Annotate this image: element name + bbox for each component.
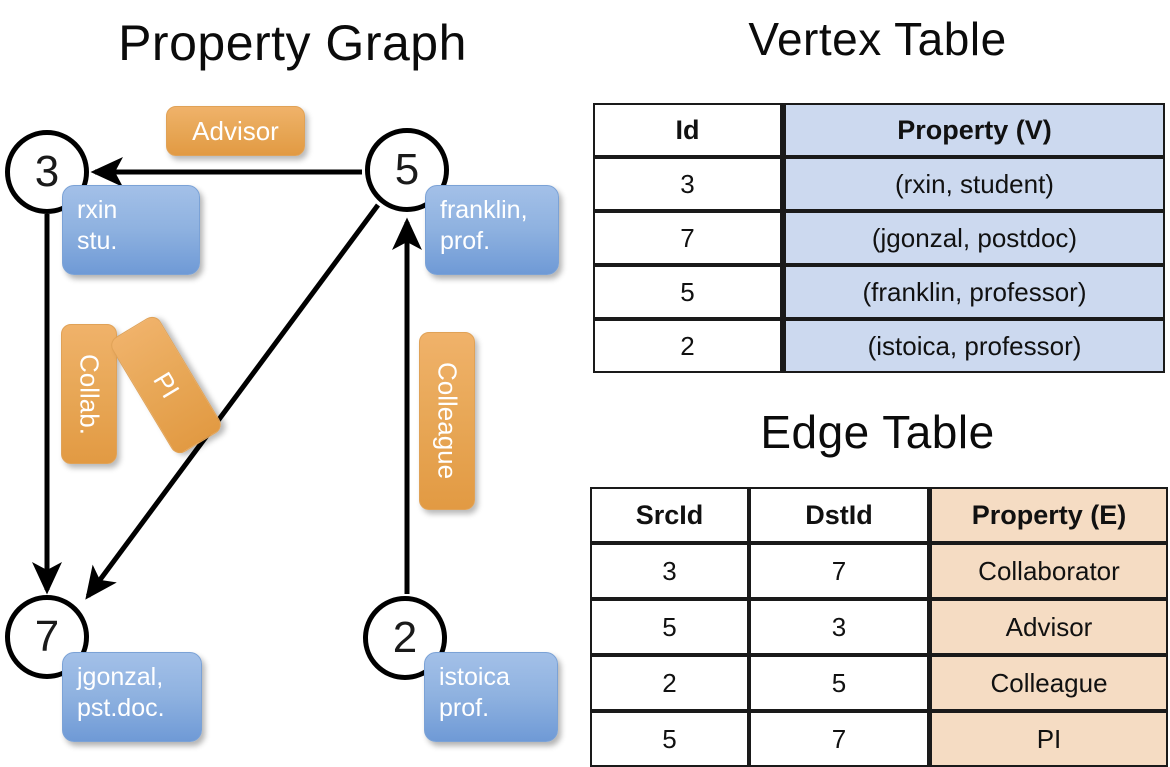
column-header-id: Id xyxy=(593,103,782,157)
table-row: 3 (rxin, student) xyxy=(593,157,1165,211)
property-graph-diagram: 3 5 7 2 rxin stu. franklin, prof. jgonza… xyxy=(0,0,585,760)
node-property-line: jgonzal, xyxy=(77,663,164,691)
cell-property: Colleague xyxy=(929,655,1168,711)
node-property-line: rxin xyxy=(77,196,118,224)
edge-label-advisor: Advisor xyxy=(166,106,305,156)
graph-edges-layer xyxy=(32,157,422,600)
column-header-dstid: DstId xyxy=(749,487,929,543)
node-property-line: pst.doc. xyxy=(77,693,165,722)
node-property-line: prof. xyxy=(439,693,490,722)
page-title-property-graph: Property Graph xyxy=(118,15,467,71)
table-row: 5 (franklin, professor) xyxy=(593,265,1165,319)
cell-property: (franklin, professor) xyxy=(782,265,1165,319)
cell-id: 5 xyxy=(593,265,782,319)
cell-dstid: 7 xyxy=(749,543,929,599)
graph-node-5[interactable]: 5 xyxy=(365,128,449,212)
table-row: 7 (jgonzal, postdoc) xyxy=(593,211,1165,265)
page-title-edge-table: Edge Table xyxy=(760,406,995,458)
vertex-table: Id Property (V) 3 (rxin, student) 7 (jgo… xyxy=(593,103,1165,373)
table-row: 5 3 Advisor xyxy=(590,599,1168,655)
node-property-box-istoica: istoica prof. xyxy=(424,652,558,742)
edge-label-colleague: Colleague xyxy=(419,332,475,510)
cell-srcid: 3 xyxy=(590,543,749,599)
node-property-line: franklin, xyxy=(440,196,528,224)
table-row: 5 7 PI xyxy=(590,711,1168,767)
cell-dstid: 3 xyxy=(749,599,929,655)
node-property-line: istoica xyxy=(439,663,510,691)
cell-property: (rxin, student) xyxy=(782,157,1165,211)
cell-property: (istoica, professor) xyxy=(782,319,1165,373)
edge-label-collab: Collab. xyxy=(61,324,117,464)
cell-property: (jgonzal, postdoc) xyxy=(782,211,1165,265)
table-header-row: SrcId DstId Property (E) xyxy=(590,487,1168,543)
node-property-box-jgonzal: jgonzal, pst.doc. xyxy=(62,652,202,742)
node-property-box-franklin: franklin, prof. xyxy=(425,185,559,275)
graph-node-2[interactable]: 2 xyxy=(363,596,447,680)
table-row: 2 5 Colleague xyxy=(590,655,1168,711)
edge-label-text: Collab. xyxy=(74,353,105,435)
cell-id: 7 xyxy=(593,211,782,265)
cell-property: Collaborator xyxy=(929,543,1168,599)
node-property-box-rxin: rxin stu. xyxy=(62,185,200,275)
cell-srcid: 5 xyxy=(590,711,749,767)
cell-dstid: 7 xyxy=(749,711,929,767)
cell-id: 2 xyxy=(593,319,782,373)
cell-property: Advisor xyxy=(929,599,1168,655)
column-header-property-e: Property (E) xyxy=(929,487,1168,543)
edge-label-text: Colleague xyxy=(432,362,463,480)
column-header-property-v: Property (V) xyxy=(782,103,1165,157)
node-property-line: stu. xyxy=(77,226,118,255)
page-title-vertex-table: Vertex Table xyxy=(748,13,1007,65)
edge-5-to-7-pi xyxy=(85,203,381,600)
cell-dstid: 5 xyxy=(749,655,929,711)
cell-id: 3 xyxy=(593,157,782,211)
node-property-line: prof. xyxy=(440,226,491,255)
table-row: 2 (istoica, professor) xyxy=(593,319,1165,373)
cell-property: PI xyxy=(929,711,1168,767)
cell-srcid: 2 xyxy=(590,655,749,711)
table-row: 3 7 Collaborator xyxy=(590,543,1168,599)
cell-srcid: 5 xyxy=(590,599,749,655)
column-header-srcid: SrcId xyxy=(590,487,749,543)
edge-label-text: PI xyxy=(147,366,186,403)
table-header-row: Id Property (V) xyxy=(593,103,1165,157)
edge-table: SrcId DstId Property (E) 3 7 Collaborato… xyxy=(590,487,1168,767)
